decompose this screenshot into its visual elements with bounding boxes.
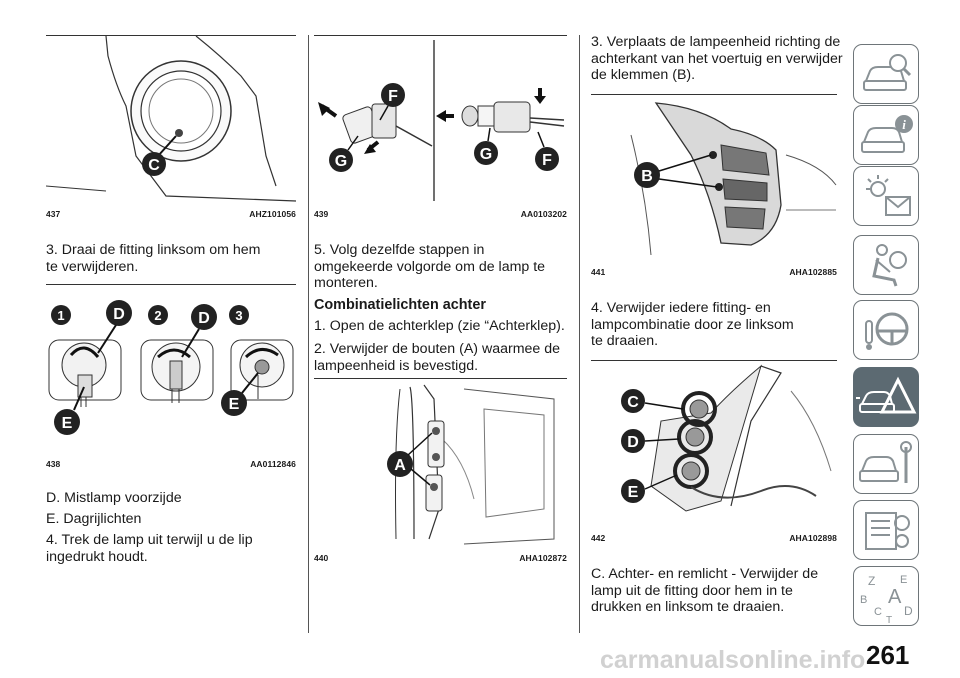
figure-code: AHA102872 [519,553,567,563]
figure-442: C D E [591,361,837,523]
callout-label: E [62,415,73,432]
figure-441: B [591,95,837,260]
callout-label: D [627,434,639,451]
index-letter: Z [868,574,875,588]
rear-lamp-clips-illustration: B [630,102,837,256]
figure-438-caption: 438 AA0112846 [46,459,296,469]
callout-label: F [542,152,552,169]
paragraph: 4. Verwijder iedere fitting- en lampcomb… [591,300,794,349]
column-2-top-rule [314,35,567,36]
sidebar-tab-technical[interactable] [853,500,919,560]
fog-lamp-housing-illustration: C [46,36,296,202]
car-info-icon: i [861,115,913,153]
figure-440-top-rule [314,378,567,379]
figure-442-top-rule [591,360,837,361]
figure-number: 438 [46,459,61,469]
figure-439-caption: 439 AA0103202 [314,209,567,219]
figure-440: A [314,379,567,549]
watermark: carmanualsonline.info [600,646,866,674]
car-magnifier-icon [863,54,912,91]
rear-lamp-sockets-illustration: C D E [621,364,832,512]
figure-440-caption: 440 AHA102872 [314,553,567,563]
figure-number: 437 [46,209,61,219]
paragraph: 4. Trek de lamp uit terwijl u de lip ing… [46,532,253,565]
column-divider [579,35,580,633]
paragraph: 3. Verplaats de lampeenheid richting de … [591,34,843,83]
figure-code: AHA102885 [789,267,837,277]
car-service-icon [859,441,912,483]
index-letter: D [904,604,913,618]
callout-label: B [641,168,653,185]
rear-lamp-bolts-illustration: A [387,384,555,545]
svg-text:i: i [902,117,906,132]
callout-label: F [388,88,398,105]
callout-label: D [198,310,210,327]
sidebar-tab-starting[interactable] [853,300,919,360]
paragraph: 1. Open de achterklep (zie “Achterklep). [314,318,565,334]
figure-number: 442 [591,533,606,543]
figure-code: AA0103202 [520,209,567,219]
figure-number: 440 [314,553,329,563]
fog-lamp-steps-illustration: 1 D 2 D 3 E E [48,300,294,435]
legend-item-e: E. Dagrijlichten [46,511,142,527]
paragraph: 3. Draai de fitting linksom om hem te ve… [46,242,261,275]
callout-label: D [113,306,125,323]
figure-437-caption: 437 AHZ101056 [46,209,296,219]
index-letter: E [900,574,907,586]
figure-code: AA0112846 [250,459,296,469]
legend-item-d: D. Mistlamp voorzijde [46,490,182,506]
sidebar-tab-dashboard[interactable] [853,166,919,226]
alphabetical-index-icon: Z E B A C D T [860,574,913,626]
figure-code: AHZ101056 [249,209,296,219]
sidebar-tab-knowing-car[interactable] [853,44,919,104]
bulb-removal-illustration: F G G F [318,40,565,201]
callout-label: C [148,157,160,174]
figure-439: F G G F [314,36,567,204]
figure-number: 441 [591,267,606,277]
figure-441-top-rule [591,94,837,95]
section-heading: Combinatielichten achter [314,297,486,313]
seat-airbag-icon [872,244,907,287]
paragraph: C. Achter- en remlicht - Verwijder de la… [591,566,819,615]
step-number: 2 [154,308,161,323]
figure-441-caption: 441 AHA102885 [591,267,837,277]
column-1-top-rule [46,35,296,36]
warning-lights-icon [866,175,911,216]
sidebar-tab-info[interactable]: i [853,105,919,165]
figure-437: C [46,36,296,206]
specifications-icon [865,512,910,550]
callout-label: A [394,457,406,474]
callout-label: G [335,153,347,170]
paragraph: 2. Verwijder de bouten (A) waarmee de la… [314,341,561,374]
callout-label: E [628,484,639,501]
sidebar-tab-emergency[interactable] [853,367,919,427]
index-letter: A [888,586,902,608]
index-letter: T [886,615,892,626]
breakdown-triangle-icon [856,376,917,414]
figure-438: 1 D 2 D 3 E E [46,295,296,445]
sidebar-tab-maintenance[interactable] [853,434,919,494]
column-divider [308,35,309,633]
page-number: 261 [866,640,910,670]
figure-442-caption: 442 AHA102898 [591,533,837,543]
figure-code: AHA102898 [789,533,837,543]
steering-wheel-icon [865,312,909,350]
sidebar-tab-index[interactable]: Z E B A C D T [853,566,919,626]
step-number: 1 [57,308,64,323]
sidebar-tab-safety[interactable] [853,235,919,295]
step-number: 3 [235,308,242,323]
callout-label: C [627,394,639,411]
index-letter: C [874,606,882,618]
callout-label: G [480,146,492,163]
figure-number: 439 [314,209,329,219]
paragraph: 5. Volg dezelfde stappen in omgekeerde v… [314,242,546,291]
callout-label: E [229,396,240,413]
index-letter: B [860,594,867,606]
figure-438-top-rule [46,284,296,285]
